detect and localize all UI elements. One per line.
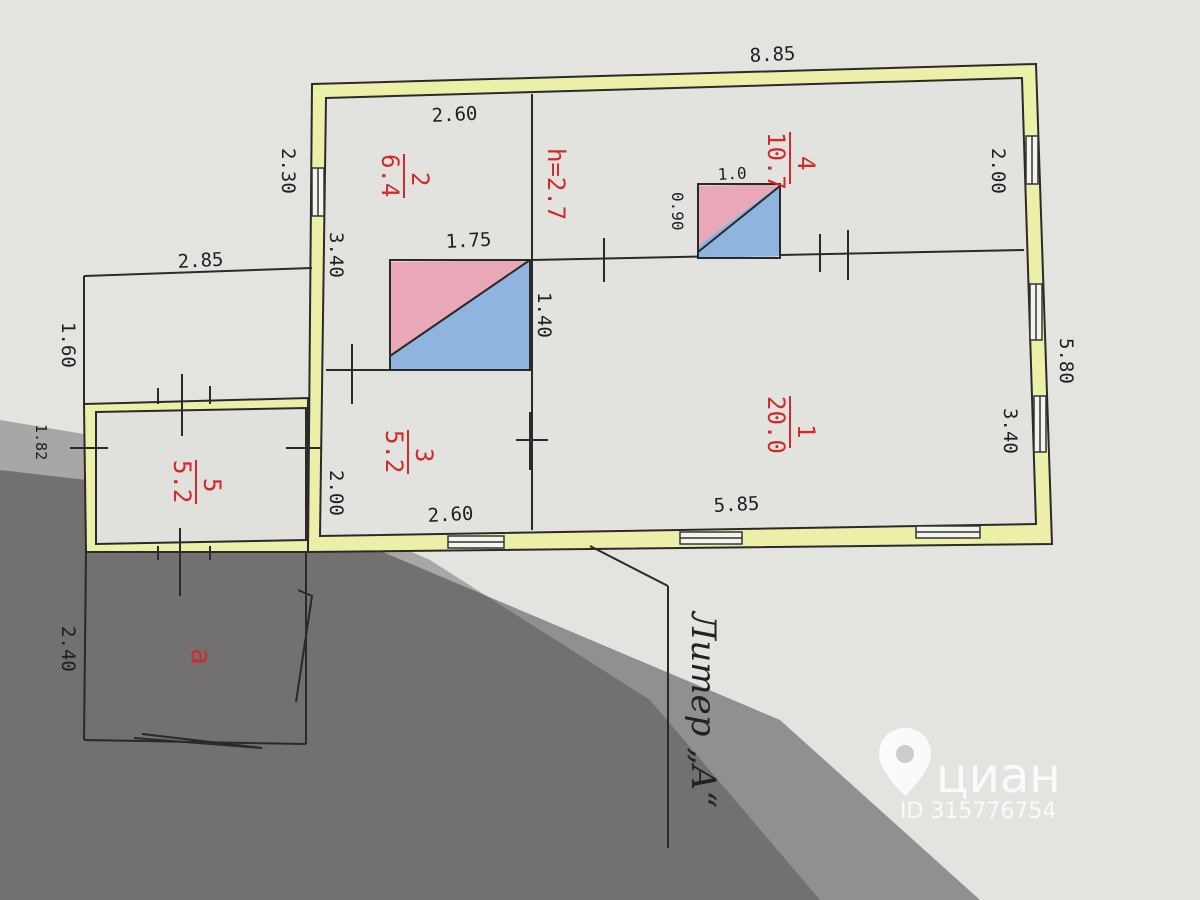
porch-label: a xyxy=(185,648,218,665)
dim-left-lower: 3.40 xyxy=(325,232,347,278)
dim-top-width: 8.85 xyxy=(749,43,796,67)
room-5-area: 5.2 xyxy=(168,460,196,503)
room-4-number: 4 xyxy=(792,156,820,170)
watermark-id: ID 315776754 xyxy=(900,799,1056,824)
room-1-area: 20.0 xyxy=(762,396,790,454)
dim-annex-left: 1.60 xyxy=(57,322,79,368)
dim-entry-side: 2.00 xyxy=(325,470,347,516)
dim-porch-side: 2.40 xyxy=(57,626,79,672)
porch-a xyxy=(83,551,314,749)
dim-bottom-right: 5.85 xyxy=(713,493,760,517)
dim-right-top: 2.00 xyxy=(987,148,1009,194)
room-2-area: 6.4 xyxy=(376,154,404,197)
room-3-number: 3 xyxy=(410,448,438,462)
dim-right-total: 5.80 xyxy=(1055,338,1077,384)
literal-label: Литер „А“ xyxy=(683,610,723,808)
room-labels: 1 20.0 2 6.4 3 5.2 4 10.7 5 5.2 h=2.7 a xyxy=(168,132,820,665)
dim-stair-small-h: 0.90 xyxy=(668,192,687,231)
map-pin-icon xyxy=(879,728,931,796)
ceiling-height: h=2.7 xyxy=(542,148,570,220)
dim-stair-small-w: 1.0 xyxy=(717,164,747,184)
room-5-number: 5 xyxy=(198,478,226,492)
dim-left-main: 2.30 xyxy=(277,148,299,194)
room-3-area: 5.2 xyxy=(380,430,408,473)
stair-small xyxy=(697,183,781,259)
outer-walls xyxy=(306,62,1054,554)
room-1-number: 1 xyxy=(792,424,820,438)
label-leader xyxy=(589,545,669,848)
dim-room2-top: 2.60 xyxy=(431,103,478,127)
dim-annex-side: 1.82 xyxy=(32,424,50,460)
dim-bottom-left: 2.60 xyxy=(427,503,474,527)
windows xyxy=(311,135,1047,549)
room-4-area: 10.7 xyxy=(762,132,790,190)
dim-stair-big-h: 1.40 xyxy=(533,292,555,338)
stair-large xyxy=(389,259,531,371)
dim-right-lower: 3.40 xyxy=(999,408,1021,454)
dimension-labels: 8.85 2.60 2.30 3.40 2.85 1.60 1.82 2.40 … xyxy=(32,43,1077,672)
room-2-number: 2 xyxy=(406,172,434,186)
watermark-brand: циан xyxy=(936,748,1061,804)
dim-annex-top: 2.85 xyxy=(177,249,224,273)
watermark: циан ID 315776754 xyxy=(879,728,1061,824)
dim-stair-big-w: 1.75 xyxy=(445,229,492,253)
